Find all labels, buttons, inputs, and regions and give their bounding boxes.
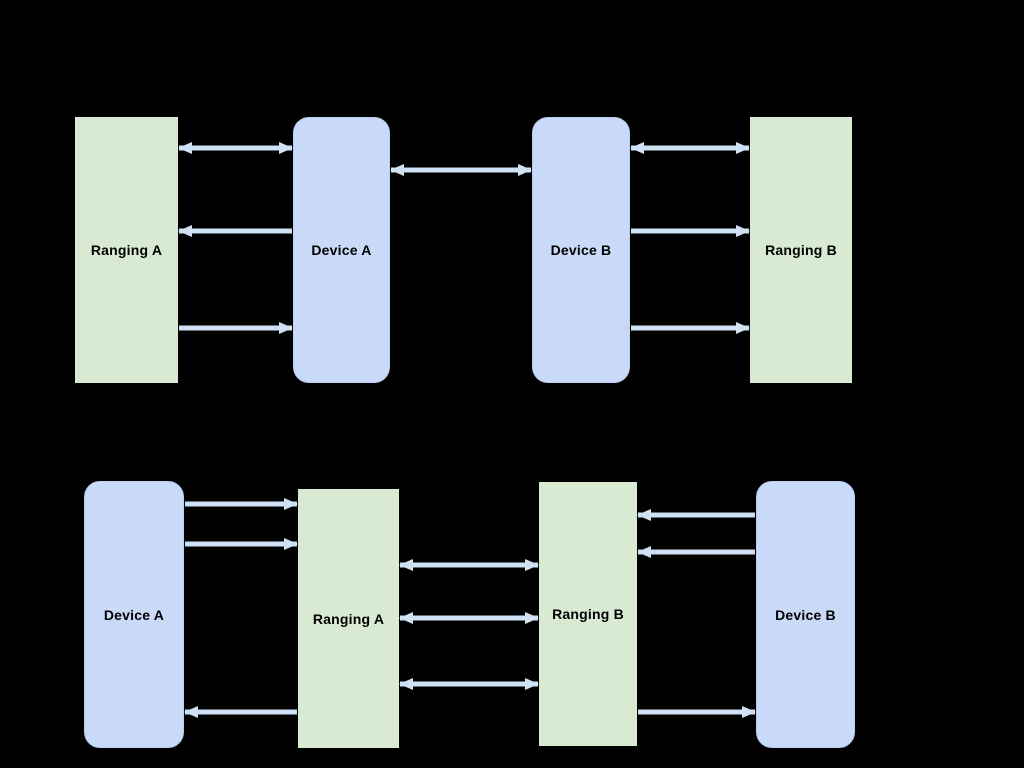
top-diagram-ranging-b-box: Ranging B <box>750 117 852 383</box>
top-diagram-device-a-box: Device A <box>293 117 390 383</box>
top-diagram-device-a-label: Device A <box>311 242 372 258</box>
bottom-diagram-ranging-a-box: Ranging A <box>298 489 399 748</box>
top-diagram-ranging-b-label: Ranging B <box>765 242 837 258</box>
top-diagram-ranging-a-label: Ranging A <box>90 242 163 258</box>
top-diagram-device-b-label: Device B <box>550 242 612 258</box>
top-diagram-ranging-a-box: Ranging A <box>75 117 178 383</box>
bottom-diagram-device-a-box: Device A <box>84 481 184 748</box>
bottom-diagram-device-a-label: Device A <box>103 606 165 623</box>
bottom-diagram-ranging-b-label: Ranging B <box>552 606 624 622</box>
top-diagram-device-b-box: Device B <box>532 117 630 383</box>
bottom-diagram-ranging-b-box: Ranging B <box>539 482 637 746</box>
bottom-diagram-device-b-label: Device B <box>775 606 836 623</box>
bottom-diagram-ranging-a-label: Ranging A <box>312 610 385 627</box>
bottom-diagram-device-b-box: Device B <box>756 481 855 748</box>
